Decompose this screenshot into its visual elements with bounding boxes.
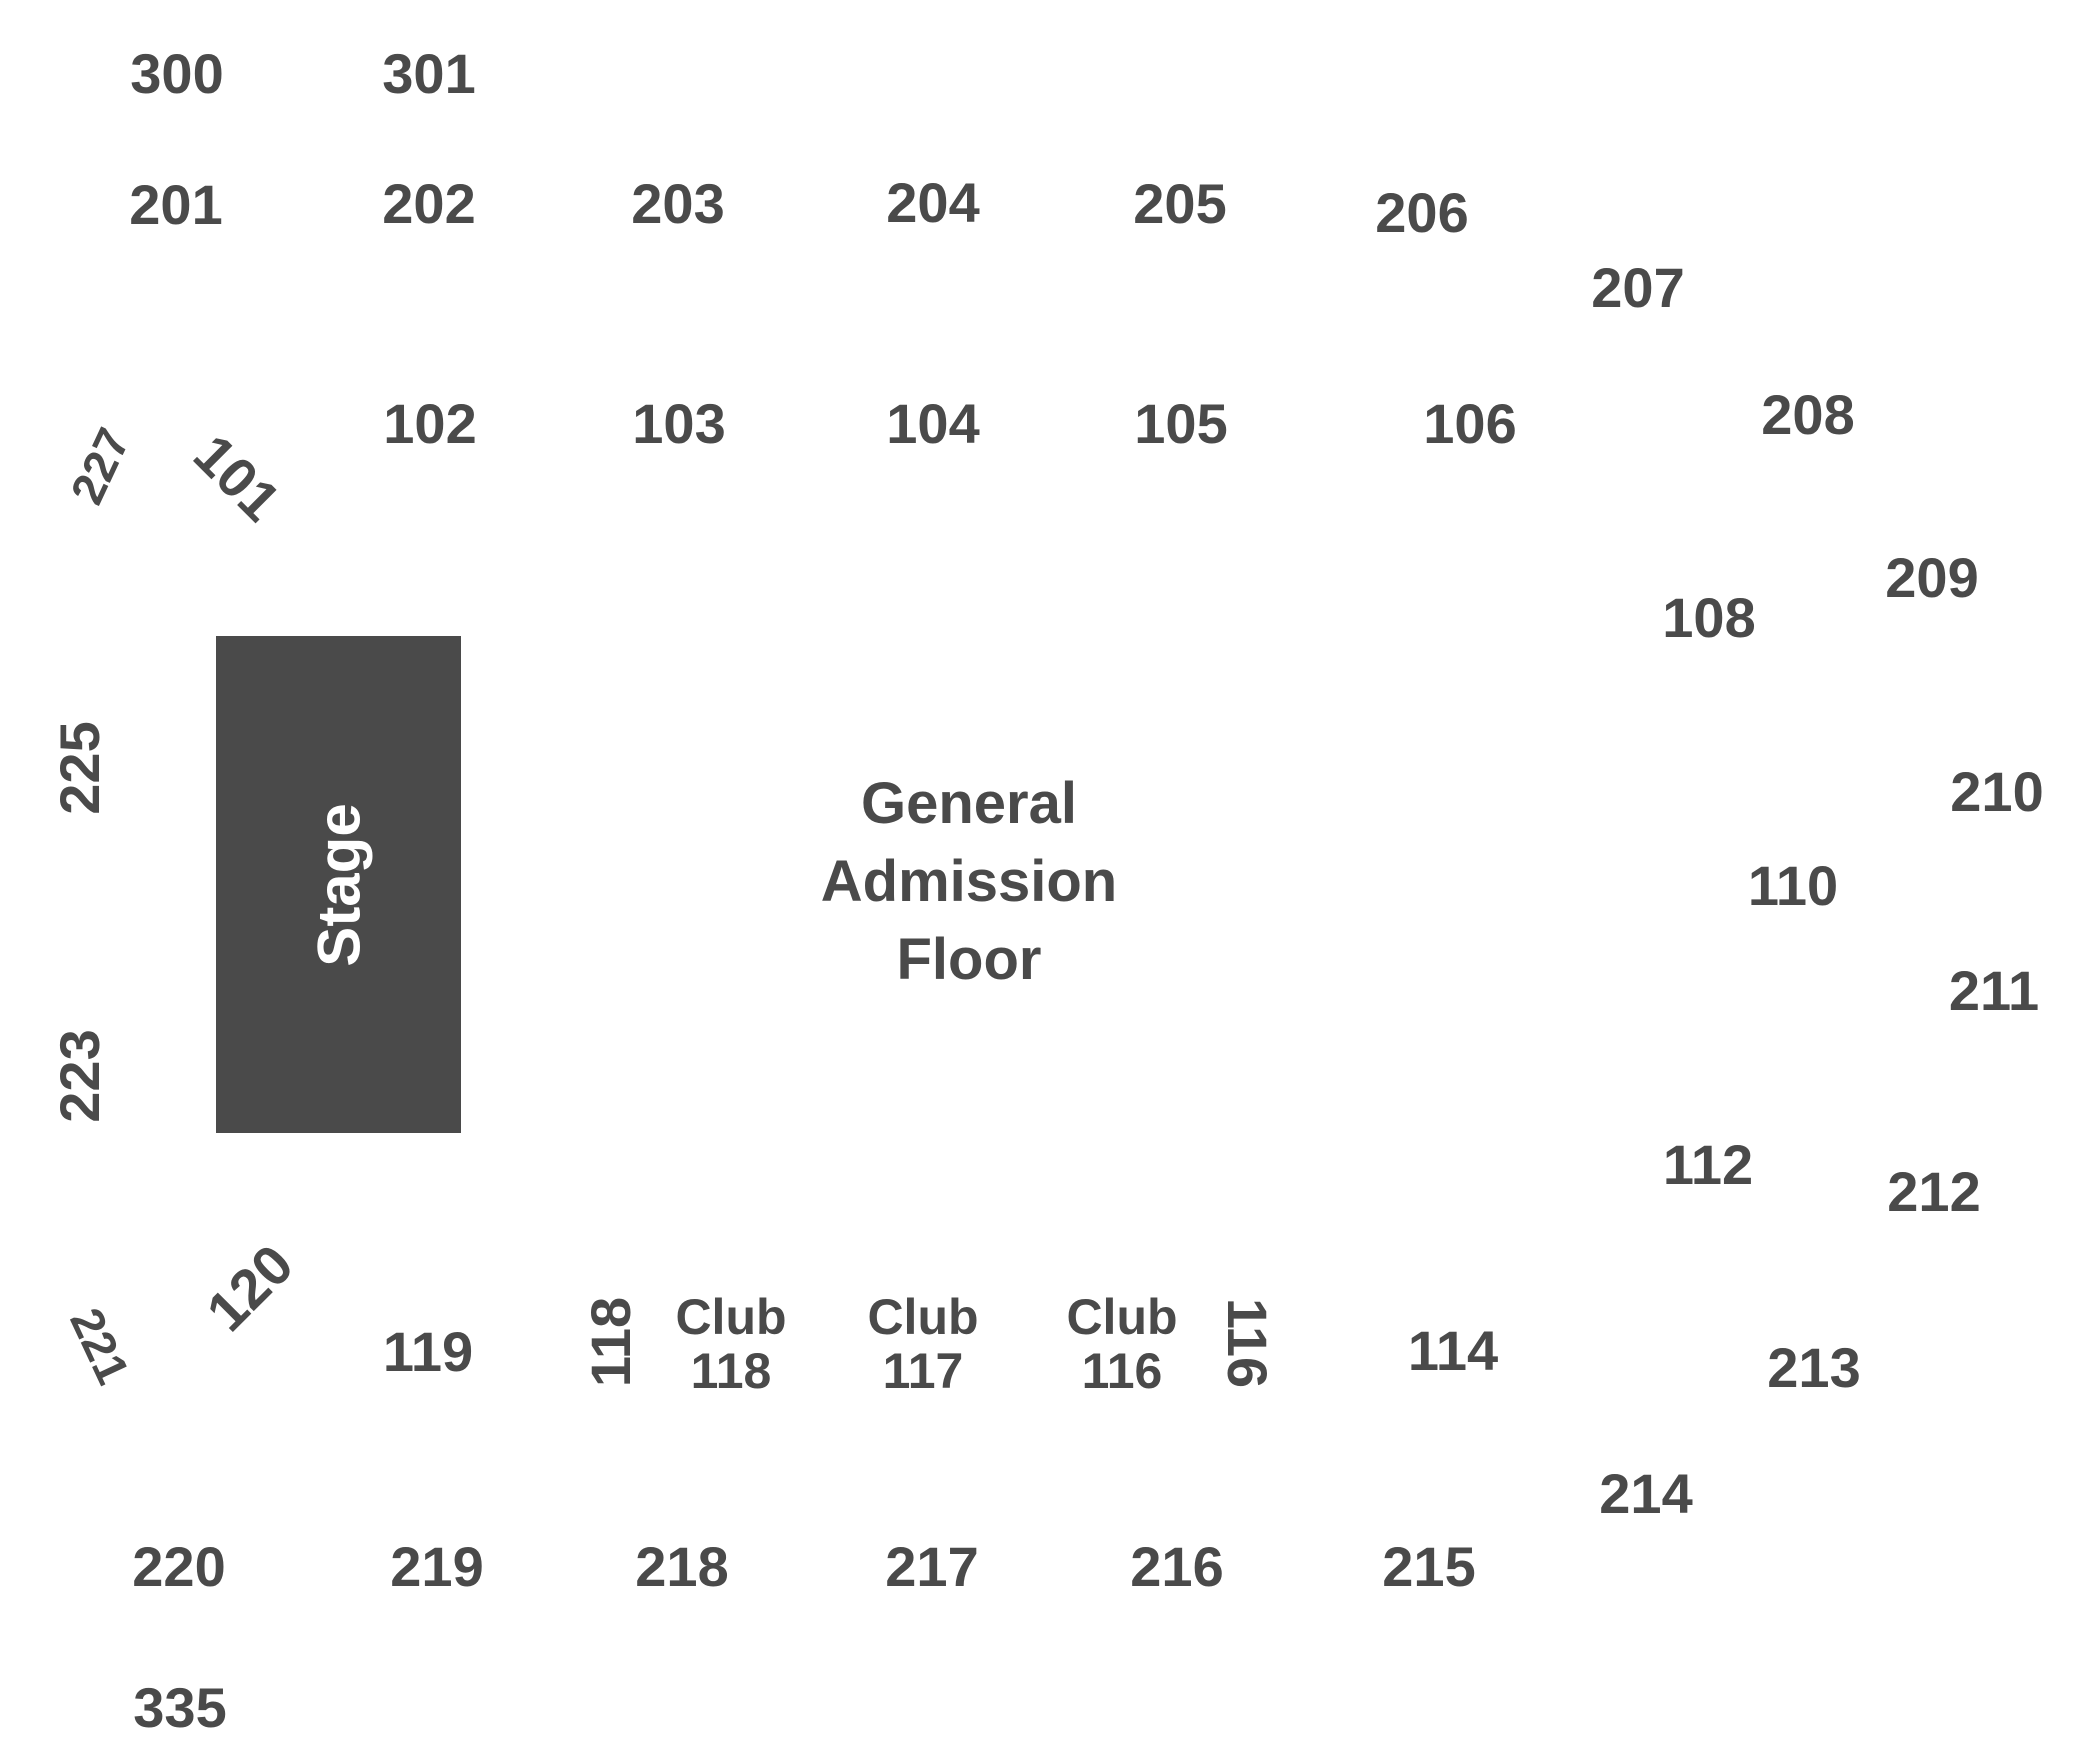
section-106[interactable]: 106 xyxy=(1423,392,1517,455)
section-204[interactable]: 204 xyxy=(886,171,980,234)
section-203[interactable]: 203 xyxy=(631,172,725,235)
section-215[interactable]: 215 xyxy=(1382,1535,1476,1598)
section-223[interactable]: 223 xyxy=(48,1029,111,1123)
section-207[interactable]: 207 xyxy=(1591,256,1685,319)
section-216[interactable]: 216 xyxy=(1130,1535,1224,1598)
section-227[interactable]: 227 xyxy=(60,420,140,512)
section-211[interactable]: 211 xyxy=(1948,959,2040,1022)
section-218[interactable]: 218 xyxy=(635,1535,729,1598)
section-104[interactable]: 104 xyxy=(886,392,980,455)
club-117-label: Club xyxy=(867,1289,979,1345)
section-118[interactable]: 118 xyxy=(579,1296,642,1388)
section-221[interactable]: 221 xyxy=(60,1300,140,1392)
section-114[interactable]: 114 xyxy=(1407,1319,1499,1382)
section-102[interactable]: 102 xyxy=(383,392,477,455)
general-admission-floor[interactable]: General Admission Floor xyxy=(821,765,1118,999)
floor-label-line-1: General xyxy=(861,771,1077,836)
section-119[interactable]: 119 xyxy=(382,1320,474,1383)
section-217[interactable]: 217 xyxy=(885,1535,979,1598)
section-220[interactable]: 220 xyxy=(132,1535,226,1598)
section-110[interactable]: 110 xyxy=(1747,854,1839,917)
section-301[interactable]: 301 xyxy=(382,42,476,105)
section-206[interactable]: 206 xyxy=(1375,181,1469,244)
section-205[interactable]: 205 xyxy=(1133,172,1227,235)
section-201[interactable]: 201 xyxy=(129,173,223,236)
section-219[interactable]: 219 xyxy=(390,1535,484,1598)
section-214[interactable]: 214 xyxy=(1599,1462,1693,1525)
section-208[interactable]: 208 xyxy=(1761,383,1855,446)
section-202[interactable]: 202 xyxy=(382,172,476,235)
club-117[interactable]: Club 117 xyxy=(867,1290,978,1398)
floor-label-line-3: Floor xyxy=(896,927,1042,992)
section-300[interactable]: 300 xyxy=(130,42,224,105)
club-118-number: 118 xyxy=(690,1343,772,1399)
section-103[interactable]: 103 xyxy=(632,392,726,455)
section-212[interactable]: 212 xyxy=(1887,1160,1981,1223)
section-105[interactable]: 105 xyxy=(1134,392,1228,455)
club-117-number: 117 xyxy=(882,1343,964,1399)
club-116-label: Club xyxy=(1066,1289,1178,1345)
section-120[interactable]: 120 xyxy=(194,1232,305,1343)
stage-label: Stage xyxy=(305,802,372,967)
section-112[interactable]: 112 xyxy=(1662,1133,1754,1196)
club-116[interactable]: Club 116 xyxy=(1066,1290,1177,1398)
section-101[interactable]: 101 xyxy=(182,422,293,533)
club-116-number: 116 xyxy=(1081,1343,1163,1399)
section-116[interactable]: 116 xyxy=(1216,1297,1279,1389)
section-209[interactable]: 209 xyxy=(1885,546,1979,609)
section-225[interactable]: 225 xyxy=(48,721,111,815)
section-210[interactable]: 210 xyxy=(1950,760,2044,823)
club-118[interactable]: Club 118 xyxy=(675,1290,786,1398)
section-335[interactable]: 335 xyxy=(133,1676,227,1739)
section-213[interactable]: 213 xyxy=(1767,1336,1861,1399)
section-108[interactable]: 108 xyxy=(1662,586,1756,649)
stage: Stage xyxy=(216,636,461,1133)
club-118-label: Club xyxy=(675,1289,787,1345)
floor-label-line-2: Admission xyxy=(820,849,1118,914)
